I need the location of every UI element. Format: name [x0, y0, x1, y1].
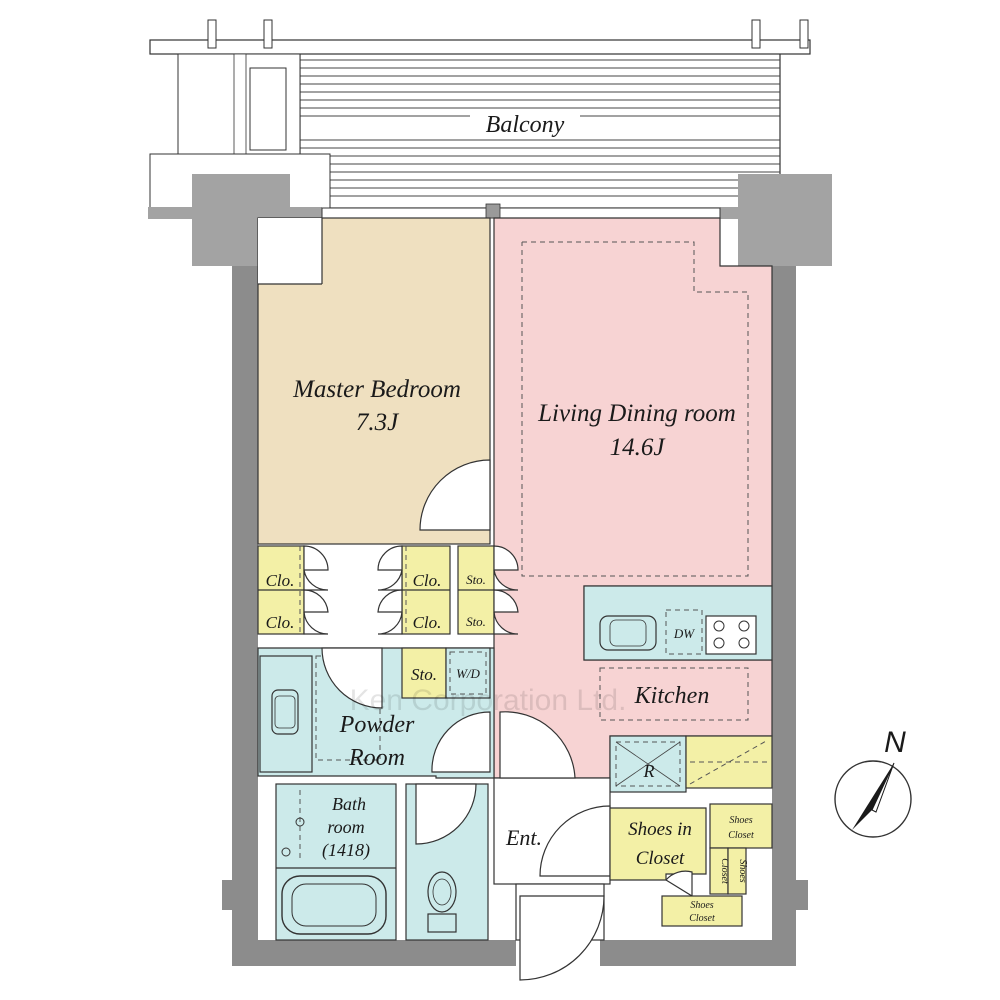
shoes-closet-label-line2: Closet	[689, 913, 715, 924]
compass-north-label: N	[884, 726, 906, 759]
closet-door[interactable]	[377, 569, 403, 591]
master-bedroom-name: Master Bedroom	[292, 376, 461, 403]
shoes-closet-label-line2: Closet	[719, 858, 730, 884]
shoes-closet-label-line1: Shoes	[729, 815, 752, 826]
closet-label: Clo.	[266, 571, 295, 590]
living-dining-name: Living Dining room	[537, 400, 736, 427]
shoes-closet	[727, 847, 747, 895]
shoes-closet-label-line1: Shoes	[737, 859, 748, 882]
closet-door[interactable]	[377, 589, 403, 613]
storage-door[interactable]	[493, 569, 519, 591]
dishwasher	[665, 609, 703, 655]
wall-stub	[720, 207, 738, 219]
closet-label: Clo.	[266, 613, 295, 632]
closet-door[interactable]	[303, 589, 329, 613]
shoes-closet-label-line2: Closet	[728, 830, 754, 841]
sink-icon	[599, 615, 657, 651]
powder-room-label-line2: Room	[348, 745, 405, 771]
powder-room-door[interactable]	[321, 647, 383, 709]
basin-icon	[271, 689, 299, 735]
balcony-label: Balcony	[486, 112, 565, 138]
wall-west	[232, 266, 258, 966]
toilet-door[interactable]	[415, 783, 477, 845]
refrigerator-label: R	[643, 761, 655, 781]
living-dining-size: 14.6J	[610, 434, 667, 461]
wall-east-pier	[772, 880, 808, 910]
bathroom-label-line1: Bath	[332, 794, 366, 814]
powder-room-label-line1: Powder	[339, 712, 415, 738]
entrance-label: Ent.	[505, 825, 542, 850]
storage-door[interactable]	[493, 545, 519, 571]
balcony-slats	[300, 59, 780, 197]
dishwasher-label: DW	[673, 626, 695, 641]
storage-label: Sto.	[466, 614, 486, 629]
storage-label: Sto.	[411, 665, 437, 684]
wall-east	[772, 266, 796, 966]
toilet-icon	[427, 871, 457, 913]
stove-icon	[705, 615, 757, 655]
bathroom: Bath room (1418)	[275, 783, 397, 941]
wall-south-east	[600, 940, 796, 966]
shoes-closet	[661, 895, 743, 927]
front-door[interactable]	[519, 895, 605, 981]
closet-label: Clo.	[413, 571, 442, 590]
closet-door[interactable]	[377, 611, 403, 635]
closet-door[interactable]	[377, 545, 403, 571]
wall-south-west	[232, 940, 516, 966]
closet-door[interactable]	[303, 569, 329, 591]
bathtub	[281, 875, 387, 935]
pillar-northeast	[738, 174, 832, 266]
shoes-closet-door[interactable]	[665, 870, 693, 898]
storage-label: Sto.	[466, 572, 486, 587]
washer-dryer-label: W/D	[456, 666, 480, 681]
shoes-in-closet: Shoes in Closet Shoes Closet Closet Shoe…	[609, 803, 773, 927]
entrance-hall-door[interactable]	[539, 805, 611, 877]
kitchen-label: Kitchen	[634, 683, 710, 709]
washer-dryer	[445, 647, 491, 699]
shoes-in-closet-line2: Closet	[636, 848, 685, 869]
compass: N	[834, 726, 912, 838]
closet-label: Clo.	[413, 613, 442, 632]
kitchen: DW Kitchen	[583, 585, 773, 721]
north-arrow-icon	[852, 763, 894, 830]
entrance: Ent.	[493, 711, 611, 981]
shoes-closet-label-line1: Shoes	[690, 900, 713, 911]
living-dining-room: Living Dining room 14.6J	[493, 217, 773, 779]
exterior-walls	[148, 174, 832, 966]
master-bedroom-size: 7.3J	[356, 409, 400, 436]
bedroom-door[interactable]	[419, 459, 491, 531]
wall-stub	[148, 207, 192, 219]
storage-door[interactable]	[493, 589, 519, 613]
vanity	[259, 655, 313, 773]
bathroom-label-line3: (1418)	[322, 840, 370, 861]
shoes-closet	[709, 803, 773, 849]
master-bedroom: Master Bedroom 7.3J	[257, 217, 491, 545]
shoes-in-closet-line1: Shoes in	[628, 819, 692, 840]
toilet-tank	[427, 913, 457, 933]
closets: Clo. Clo. Clo. Clo. Sto. Sto.	[257, 545, 519, 635]
watermark: Ken Corporation Ltd.	[350, 684, 627, 717]
hall-door[interactable]	[431, 711, 491, 773]
bathroom-label-line2: room	[327, 817, 364, 837]
powder-room: Sto. W/D Powder Room	[257, 647, 495, 779]
wall-west-pier	[222, 880, 258, 910]
closet-door[interactable]	[303, 545, 329, 571]
storage-door[interactable]	[493, 611, 519, 635]
living-door[interactable]	[499, 711, 576, 779]
refrigerator-area: R	[609, 735, 773, 793]
wall-stub	[290, 207, 322, 219]
balcony: Balcony	[149, 19, 811, 209]
toilet-room	[405, 783, 489, 941]
closet-door[interactable]	[303, 611, 329, 635]
